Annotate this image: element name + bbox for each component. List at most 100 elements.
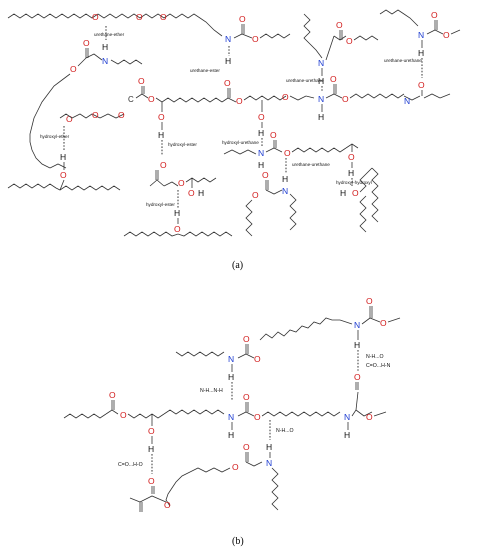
a-c-methyl: C [128, 95, 134, 104]
a-o-ester-link: O [236, 96, 243, 106]
b-n-bottom: N [266, 458, 272, 468]
b-bottom-methacrylate: O O O O [129, 442, 279, 512]
a-o-hu: O [258, 112, 265, 122]
a-n-ue: N [102, 56, 108, 66]
b-o-top-c: O [366, 296, 373, 306]
a-o-ue-ester: O [70, 64, 77, 74]
b-label-co-ho: C=O...H-O [118, 462, 143, 468]
a-o-far-c: O [431, 10, 438, 20]
a-label-hydroxyl-urethane: hydroxyl-urethane [222, 140, 259, 145]
a-h-top: H [225, 56, 231, 66]
b-o-methacrylate-2: O [164, 500, 171, 510]
a-o-ester-link2: O [282, 92, 289, 102]
panel-b: N O O H N-H...O C=O...H-N O N O O [63, 296, 401, 512]
a-o-hh: O [348, 152, 355, 162]
b-o-left-c: O [243, 334, 250, 344]
a-hydroxyl-hydroxyl: O H hydroxyl-hydroxyl H O [336, 143, 379, 233]
a-o-ru2-c: O [330, 74, 337, 84]
b-h-main: H [228, 430, 234, 440]
a-h-hu: H [258, 128, 264, 138]
a-o-ether-3: O [160, 12, 167, 22]
b-h-right: H [344, 430, 350, 440]
b-label-nh-o-top: N-H...O [366, 354, 384, 360]
a-o-methacrylate-2: O [178, 178, 185, 188]
panel-a: O O O N O O H urethane-ester urethane-et… [7, 9, 461, 237]
b-o-main-e: O [120, 410, 127, 420]
a-o-ru-e: O [346, 36, 353, 46]
b-o-left-e: O [254, 354, 261, 364]
a-h-ru: H [318, 76, 324, 86]
a-h-hh2: H [340, 188, 346, 198]
a-o-ru2-e: O [342, 94, 349, 104]
a-o-top-carbonyl: O [239, 14, 246, 24]
b-h-top: H [354, 340, 360, 350]
a-label-urethane-urethane-2: urethane-urethane [292, 162, 330, 167]
a-h-bottom: H [174, 208, 180, 218]
b-o-methacrylate: O [148, 476, 155, 486]
a-label-urethane-urethane-1: urethane-urethane [286, 78, 324, 83]
a-n-ru: N [318, 58, 324, 68]
b-o-bottom-e: O [232, 462, 239, 472]
b-label-co-hn: C=O...H-N [366, 363, 391, 369]
b-o-right-e: O [366, 412, 373, 422]
a-o-ue-carbonyl: O [83, 38, 90, 48]
a-methacrylate: O O O H hydroxyl-ester H O [123, 160, 233, 237]
a-h-hydroxyl-1: H [158, 130, 164, 140]
a-h-hydroxyl-2: H [198, 188, 204, 198]
a-chain-ether: O O O [7, 12, 223, 37]
a-o-ether-1: O [92, 12, 99, 22]
a-o-hu-ester: O [284, 148, 291, 158]
a-label-urethane-urethane-3: urethane-urethane [384, 58, 422, 63]
a-far-right-urethane: N O O H urethane-urethane O N [379, 9, 461, 106]
a-label-hydroxyl-ester-2: hydroxyl-ester [146, 202, 175, 207]
a-n-hu: N [258, 148, 264, 158]
a-o-ester-main: O [148, 94, 155, 104]
a-o-ether-2: O [136, 12, 143, 22]
a-o-uu2-e: O [252, 190, 259, 200]
a-o-bottom: O [174, 224, 181, 234]
a-right-urethane: O O N H urethane-urethane N O O H [286, 13, 405, 122]
a-o-hydroxyl-1: O [158, 112, 165, 122]
a-label-hydroxyl-ester-1: hydroxyl-ester [168, 142, 197, 147]
a-h-n-hu: H [258, 160, 264, 170]
a-o-far-e: O [443, 30, 450, 40]
a-o-left-ether-1: O [66, 114, 73, 124]
b-n-right: N [344, 412, 350, 422]
a-h-hh: H [348, 168, 354, 178]
a-o-top-ester: O [252, 34, 259, 44]
a-urethane-ether: urethane-ether H N O O [70, 26, 143, 74]
a-o-hh2: O [352, 188, 359, 198]
a-label-urethane-ether: urethane-ether [94, 32, 125, 37]
b-o-hydroxyl: O [148, 426, 155, 436]
a-h-ru2: H [318, 112, 324, 122]
a-h-ue: H [102, 42, 108, 52]
b-n-main: N [228, 412, 234, 422]
b-h-mid: H [266, 442, 272, 452]
b-o-main-c2: O [243, 392, 250, 402]
a-label-hydroxyl-hydroxyl: hydroxyl-hydroxyl [336, 180, 372, 185]
a-o-uu2-c: O [262, 170, 269, 180]
b-o-main-e2: O [254, 412, 261, 422]
b-o-top-e: O [380, 318, 387, 328]
a-o-far2: O [418, 80, 425, 90]
b-o-top2: O [354, 372, 361, 382]
a-o-left-ether-2: O [92, 110, 99, 120]
a-middle-urethane: O H N H hydroxyl-urethane O O urethane-u… [222, 100, 347, 237]
b-o-main-c: O [109, 390, 116, 400]
a-o-left-ether-3: O [118, 110, 125, 120]
caption-a: (a) [232, 260, 243, 271]
a-urethane-top: N O O H urethane-ester [190, 14, 291, 73]
b-left-urethane: N O O H N-H...N-H [175, 334, 261, 400]
b-n-left: N [228, 354, 234, 364]
b-o-bottom-c: O [243, 442, 250, 452]
a-o-ester-c: O [138, 76, 145, 86]
a-central-ester: C O O O O O O H hydroxyl-ester [128, 76, 307, 156]
a-n-uu2: N [282, 186, 288, 196]
b-top-urethane: N O O H N-H...O C=O...H-N O [259, 296, 401, 390]
a-n-far: N [418, 30, 424, 40]
a-o-he: O [60, 170, 67, 180]
a-h-uu2: H [282, 174, 288, 184]
a-label-urethane-ester: urethane-ester [190, 68, 220, 73]
b-n-top: N [354, 320, 360, 330]
a-o-hu-carbonyl: O [270, 130, 277, 140]
